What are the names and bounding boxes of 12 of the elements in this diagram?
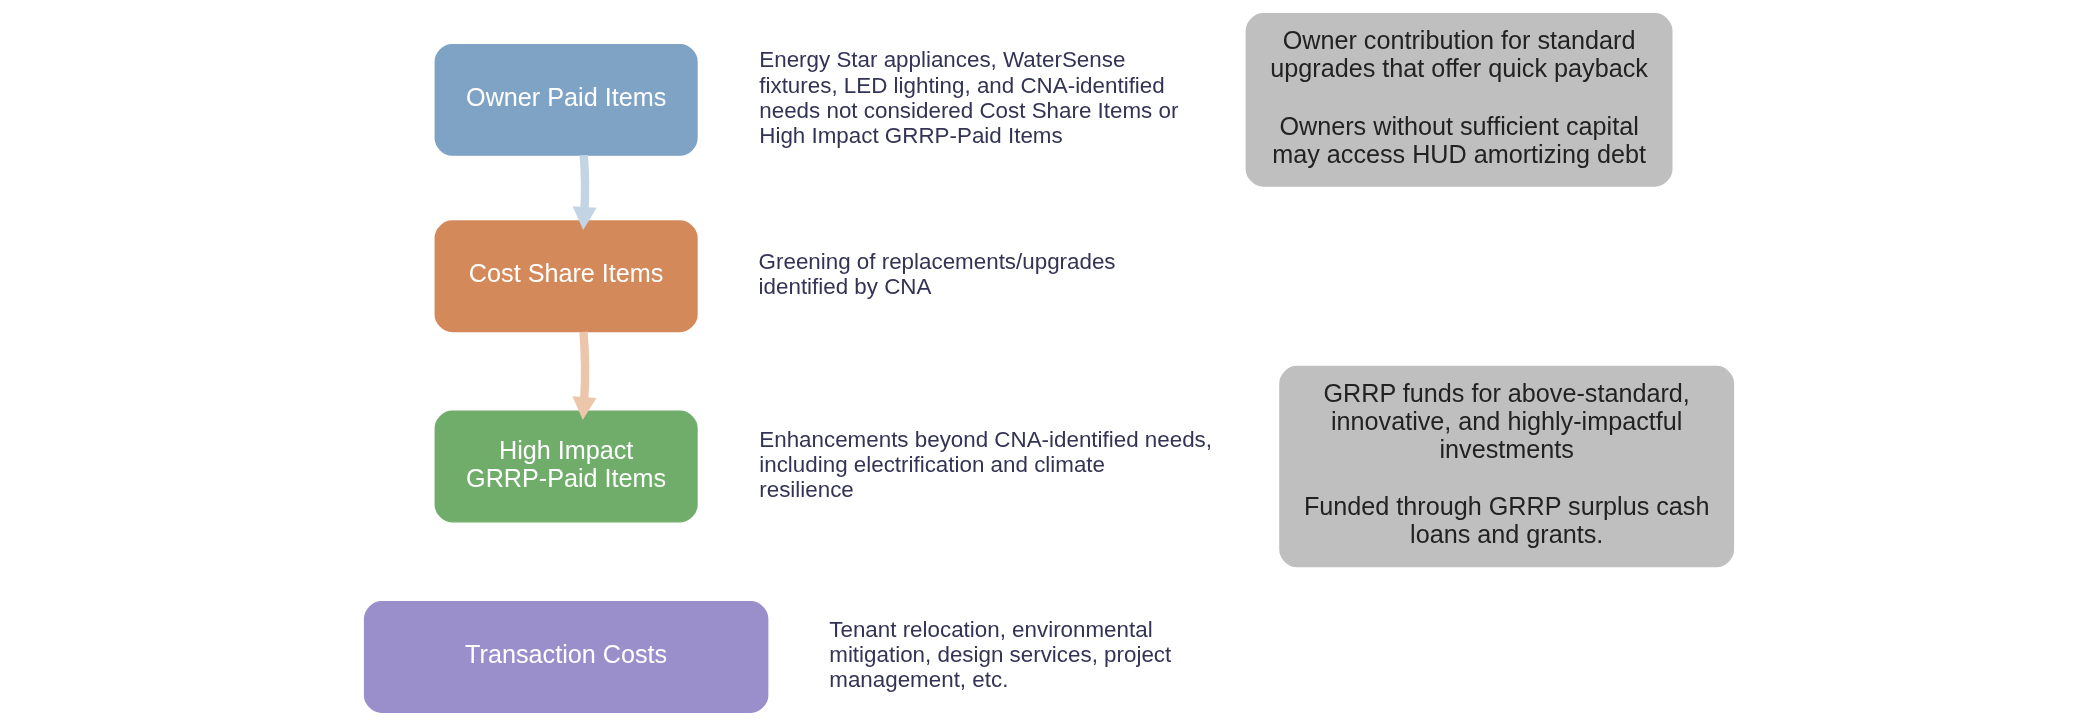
node-label: Tenant relocation, environmental mitigation, design services, project management, etc. [828,617,1171,693]
node-label: Greening of replacements/upgrades identified by CNA [758,248,1116,300]
arrow [571,331,596,421]
node-box: GRRP funds for above-standard, innovative, and highly-impactful investments Funded through GRRP surplus cash loans and grants. [1278,365,1734,568]
node-box: Owner contribution for standard upgrades that offer quick payback Owners without sufficient capital may access HUD amortizing debt [1245,13,1672,187]
arrow [572,154,597,230]
node-box: Owner Paid Items [434,43,698,156]
node-box: Cost Share Items [434,220,698,333]
node-box: Transaction Costs [363,600,768,713]
node-label: Energy Star appliances, WaterSense fixtures, LED lighting, and CNA-identified needs not considered Cost Share Items or High Impact GRRP-Paid Items [758,47,1178,148]
node-label: Enhancements beyond CNA-identified needs, including electrification and climate resilience [758,426,1212,503]
node-box: High Impact GRRP-Paid Items [434,410,698,523]
